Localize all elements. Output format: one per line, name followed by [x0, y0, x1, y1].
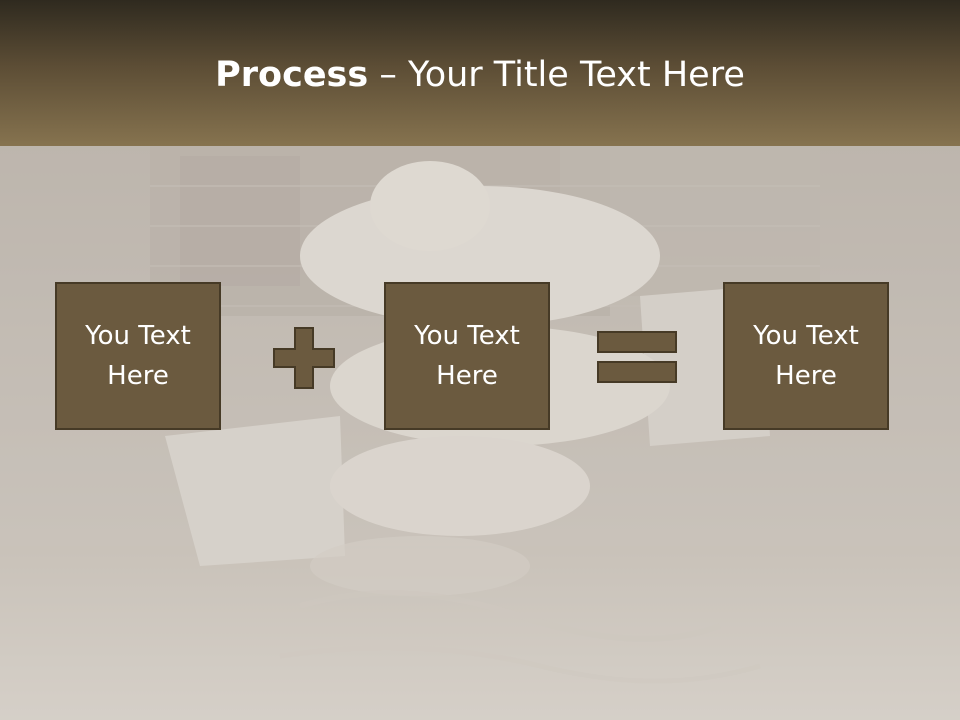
- equals-icon: [596, 330, 678, 386]
- box-3-line-1: You Text: [753, 321, 859, 351]
- box-1-text: You Text Here: [63, 316, 213, 396]
- box-3-text: You Text Here: [731, 316, 881, 396]
- process-box-1[interactable]: You Text Here: [55, 282, 221, 430]
- title-bold: Process: [215, 55, 369, 95]
- box-2-text: You Text Here: [392, 316, 542, 396]
- process-box-2[interactable]: You Text Here: [384, 282, 550, 430]
- title-rest: – Your Title Text Here: [368, 55, 745, 95]
- process-box-3[interactable]: You Text Here: [723, 282, 889, 430]
- box-1-line-2: Here: [107, 361, 169, 391]
- box-2-line-2: Here: [436, 361, 498, 391]
- title-band: Process – Your Title Text Here: [0, 0, 960, 146]
- box-3-line-2: Here: [775, 361, 837, 391]
- box-2-line-1: You Text: [414, 321, 520, 351]
- slide-title: Process – Your Title Text Here: [0, 52, 960, 98]
- plus-icon: [272, 326, 336, 390]
- background-photo: [0, 146, 960, 720]
- box-1-line-1: You Text: [85, 321, 191, 351]
